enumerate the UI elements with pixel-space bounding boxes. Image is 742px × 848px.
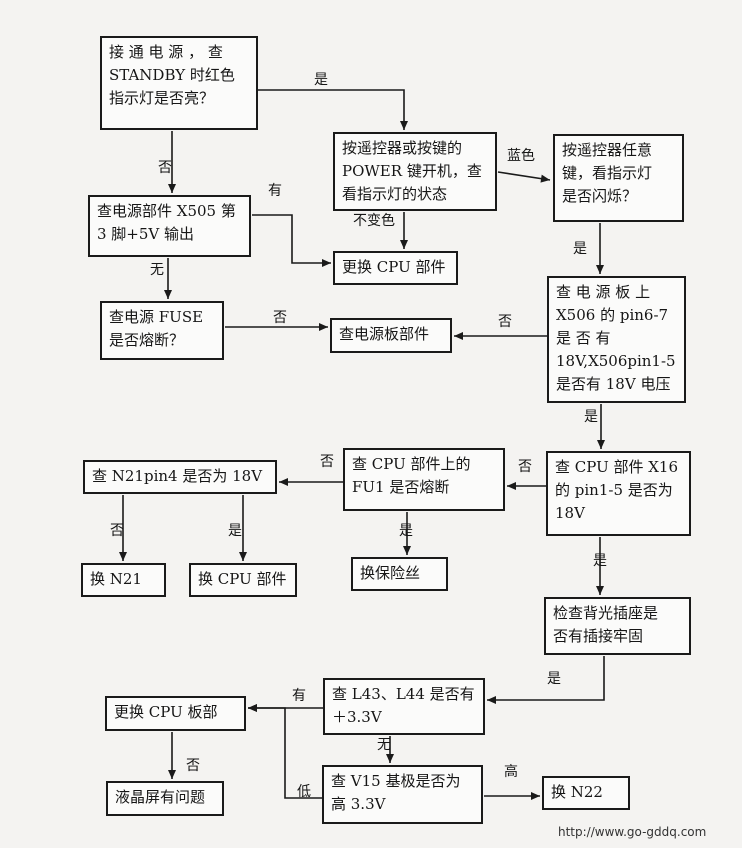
node-replace-cpu-part-1: 更换 CPU 部件 bbox=[333, 251, 458, 285]
node-check-power-board: 查电源板部件 bbox=[330, 318, 452, 353]
arrowhead bbox=[454, 332, 463, 340]
node-check-l43-l44: 查 L43、L44 是否有 ＋3.3V bbox=[323, 678, 485, 735]
node-lcd-problem: 液晶屏有问题 bbox=[106, 781, 224, 816]
arrowhead bbox=[400, 240, 408, 249]
node-check-fu1: 查 CPU 部件上的 FU1 是否熔断 bbox=[343, 448, 505, 511]
edge-label-yes: 是 bbox=[399, 523, 413, 539]
edge-label-yes: 是 bbox=[573, 241, 587, 257]
edge-label-yes: 是 bbox=[314, 72, 328, 88]
arrowhead bbox=[248, 704, 257, 712]
arrowhead bbox=[164, 290, 172, 299]
arrowhead bbox=[540, 174, 550, 183]
edge-label-no: 否 bbox=[320, 454, 334, 470]
edge-n8-to-n7 bbox=[454, 332, 547, 340]
edge-n1-to-n4 bbox=[168, 131, 176, 193]
edge-label-no: 否 bbox=[158, 160, 172, 176]
node-remote-key-blink-check: 按遥控器任意 键，看指示灯 是否闪烁？ bbox=[553, 134, 684, 222]
edge-n2-to-n5 bbox=[400, 212, 408, 249]
edge-n2-to-n3 bbox=[497, 171, 551, 183]
arrowhead bbox=[531, 792, 540, 800]
edge-n4-to-n5 bbox=[252, 214, 331, 267]
node-check-fuse: 查电源 FUSE 是否熔断？ bbox=[100, 301, 224, 360]
node-replace-cpu-part-2: 换 CPU 部件 bbox=[189, 563, 297, 597]
node-check-x506-18v: 查 电 源 板 上 X506 的 pin6-7 是 否 有 18V,X506pi… bbox=[547, 276, 686, 403]
edge-label-high: 高 bbox=[504, 764, 518, 780]
edge-n1-to-n2 bbox=[258, 89, 408, 130]
edge-label-yes: 是 bbox=[593, 553, 607, 569]
edge-label-have: 有 bbox=[268, 183, 282, 199]
edge-label-blue: 蓝色 bbox=[507, 148, 535, 164]
edge-n16-to-n18 bbox=[168, 732, 176, 779]
edge-label-no-change: 不变色 bbox=[353, 213, 395, 229]
arrowhead bbox=[596, 265, 604, 274]
node-check-standby-indicator: 接 通 电 源 ， 查 STANDBY 时红色 指示灯是否亮？ bbox=[100, 36, 258, 130]
arrowhead bbox=[596, 586, 604, 595]
arrowhead bbox=[487, 696, 496, 704]
node-check-x505-5v: 查电源部件 X505 第 3 脚+5V 输出 bbox=[88, 195, 251, 257]
node-check-x16-18v: 查 CPU 部件 X16 的 pin1-5 是否为 18V bbox=[546, 451, 691, 536]
node-check-backlight-socket: 检查背光插座是 否有插接牢固 bbox=[544, 597, 691, 655]
node-replace-n22: 换 N22 bbox=[542, 776, 630, 810]
arrowhead bbox=[168, 184, 176, 193]
edge-n15-to-n17 bbox=[487, 656, 605, 704]
edge-label-none: 无 bbox=[150, 262, 164, 278]
edge-label-yes: 是 bbox=[584, 409, 598, 425]
arrowhead bbox=[319, 323, 328, 331]
edge-label-yes: 是 bbox=[228, 523, 242, 539]
arrowhead bbox=[386, 754, 394, 763]
arrowhead bbox=[119, 552, 127, 561]
arrowhead bbox=[279, 478, 288, 486]
edge-label-no: 否 bbox=[518, 459, 532, 475]
edge-label-no: 否 bbox=[186, 758, 200, 774]
edge-n19-to-n16 bbox=[248, 704, 322, 799]
node-replace-cpu-board: 更换 CPU 板部 bbox=[105, 696, 246, 731]
edge-n8-to-n11 bbox=[597, 404, 605, 449]
node-replace-n21: 换 N21 bbox=[81, 563, 166, 597]
edge-label-low: 低 bbox=[297, 784, 311, 800]
edge-label-none: 无 bbox=[377, 737, 391, 753]
edge-label-no: 否 bbox=[110, 523, 124, 539]
edge-n17-to-n19 bbox=[386, 736, 394, 763]
node-power-key-check-indicator: 按遥控器或按键的 POWER 键开机，查 看指示灯的状态 bbox=[333, 132, 497, 211]
edge-n11-to-n15 bbox=[596, 537, 604, 595]
edge-n9-to-n13 bbox=[239, 495, 247, 561]
edge-n10-to-n14 bbox=[403, 512, 411, 555]
edge-n10-to-n9 bbox=[279, 478, 343, 486]
edge-n3-to-n8 bbox=[596, 223, 604, 274]
edge-n6-to-n7 bbox=[225, 323, 328, 331]
arrowhead bbox=[322, 259, 331, 267]
edge-n4-to-n6 bbox=[164, 258, 172, 299]
arrowhead bbox=[239, 552, 247, 561]
edge-n19-to-n20 bbox=[484, 792, 540, 800]
edge-label-yes: 是 bbox=[547, 671, 561, 687]
edge-label-no: 否 bbox=[498, 314, 512, 330]
arrowhead bbox=[168, 770, 176, 779]
edge-label-have: 有 bbox=[292, 688, 306, 704]
arrowhead bbox=[403, 546, 411, 555]
node-check-v15-base: 查 V15 基极是否为 高 3.3V bbox=[322, 765, 483, 824]
edge-label-no: 否 bbox=[273, 310, 287, 326]
edge-n11-to-n10 bbox=[507, 482, 546, 490]
arrowhead bbox=[507, 482, 516, 490]
node-replace-fuse: 换保险丝 bbox=[351, 557, 448, 591]
watermark-url: http://www.go-gddq.com bbox=[558, 825, 707, 839]
arrowhead bbox=[400, 121, 408, 130]
arrowhead bbox=[597, 440, 605, 449]
node-check-n21-pin4: 查 N21pin4 是否为 18V bbox=[83, 460, 277, 494]
edge-n9-to-n12 bbox=[119, 495, 127, 561]
